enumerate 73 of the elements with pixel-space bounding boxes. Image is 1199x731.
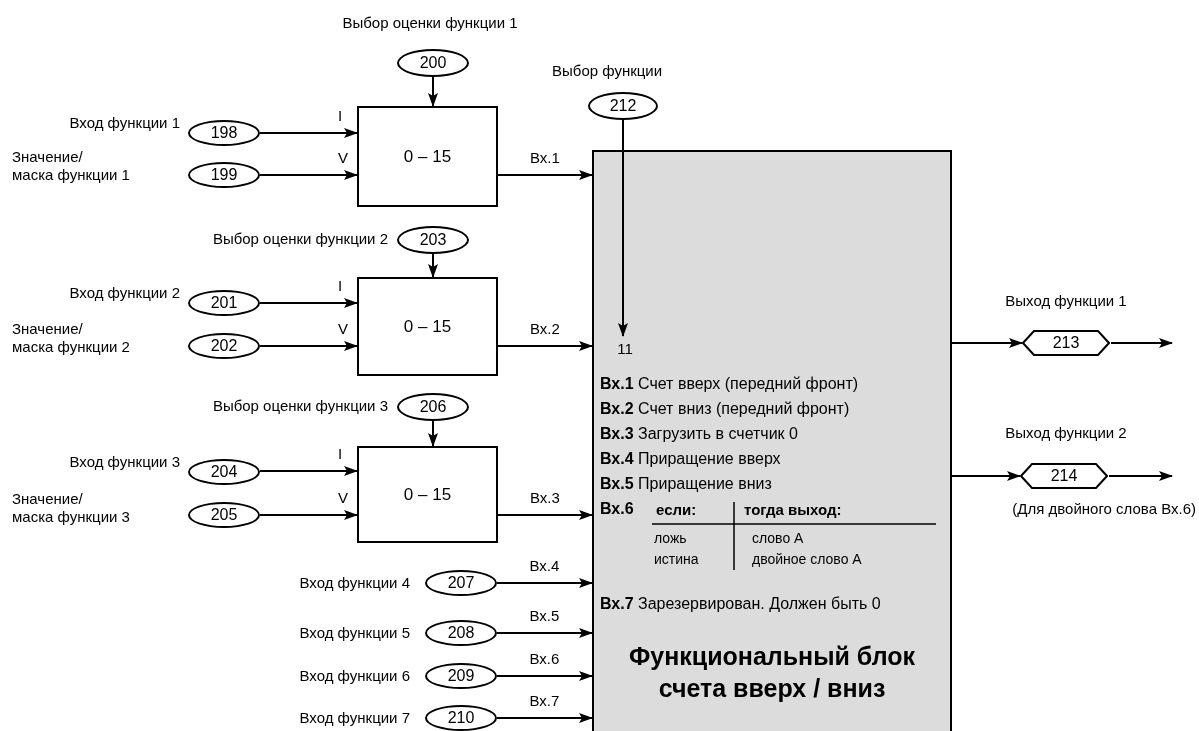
node-caption: Вход функции 5 [298, 624, 410, 642]
function-block [592, 150, 952, 731]
block-text: Вх.7 Зарезервирован. Должен быть 0 [600, 594, 881, 614]
arrow [1110, 338, 1173, 348]
arrow [496, 671, 593, 681]
output-hexagon: 214 [1020, 463, 1108, 489]
arrow [497, 341, 593, 351]
block-text: Вх.2 Счет вниз (передний фронт) [600, 399, 850, 419]
parameter-oval: 205 [188, 502, 260, 528]
arrow [951, 338, 1023, 348]
node-caption: Вход функции 1 [68, 114, 180, 132]
node-caption: Значение/ маска функции 3 [12, 490, 131, 526]
node-caption: Вход функции 3 [68, 453, 180, 471]
arrow [259, 510, 358, 520]
note-text: (Для двойного слова Вх.6) [1011, 500, 1196, 518]
node-caption: Значение/ маска функции 1 [12, 148, 131, 184]
arrow [496, 628, 593, 638]
table-cell: тогда выход: [744, 501, 842, 519]
arrow [496, 713, 593, 723]
arrow [259, 466, 358, 476]
block-text: Вх.1 Счет вверх (передний фронт) [600, 374, 859, 394]
node-caption: Вход функции 7 [298, 709, 410, 727]
table-cell: слово А [752, 529, 804, 547]
parameter-oval: 202 [188, 333, 260, 359]
parameter-oval: 204 [188, 459, 260, 485]
arrow [428, 253, 438, 278]
arrow [259, 341, 358, 351]
arrow [618, 119, 628, 337]
node-caption: Выбор функции [552, 62, 664, 80]
arrow [259, 170, 358, 180]
parameter-oval: 201 [188, 290, 260, 316]
block-text: Вх.5 Приращение вниз [600, 474, 772, 494]
parameter-oval: 209 [425, 663, 497, 689]
process-box: 0 – 15 [357, 106, 498, 207]
input-number: 11 [613, 338, 637, 358]
node-caption: Выбор оценки функции 3 [211, 397, 388, 415]
node-caption: Выход функции 1 [1004, 292, 1128, 310]
process-box: 0 – 15 [357, 277, 498, 376]
output-hexagon: 213 [1022, 330, 1110, 356]
node-caption: Вход функции 6 [298, 667, 410, 685]
parameter-oval: 200 [397, 49, 469, 77]
arrow [497, 170, 593, 180]
arrow [497, 510, 593, 520]
parameter-oval: 199 [188, 162, 260, 188]
arrow [428, 420, 438, 447]
table-cell: ложь [654, 529, 687, 547]
parameter-oval: 207 [425, 570, 497, 596]
parameter-oval: 212 [588, 92, 658, 120]
table-cell: истина [654, 550, 699, 568]
node-caption: Выбор оценки функции 2 [211, 230, 388, 248]
parameter-oval: 208 [425, 620, 497, 646]
parameter-oval: 206 [397, 393, 469, 421]
node-caption: Значение/ маска функции 2 [12, 320, 131, 356]
table-cell: двойное слово А [752, 550, 862, 568]
node-caption: Выход функции 2 [1004, 424, 1128, 442]
parameter-oval: 210 [425, 705, 497, 731]
block-text: Вх.3 Загрузить в счетчик 0 [600, 424, 798, 444]
arrow [951, 471, 1021, 481]
parameter-oval: 198 [188, 120, 260, 146]
table-cell: если: [656, 501, 697, 519]
arrow [428, 76, 438, 107]
parameter-oval: 203 [397, 226, 469, 254]
node-caption: Вход функции 4 [298, 574, 410, 592]
arrow [259, 298, 358, 308]
block-text: Вх.6 [600, 499, 634, 519]
arrow [496, 578, 593, 588]
node-caption: Выбор оценки функции 1 [341, 14, 519, 32]
node-caption: Вход функции 2 [68, 284, 180, 302]
process-box: 0 – 15 [357, 446, 498, 543]
arrow [259, 128, 358, 138]
block-text: Вх.4 Приращение вверх [600, 449, 781, 469]
block-title: Функциональный блок счета вверх / вниз [627, 641, 916, 704]
arrow [1108, 471, 1173, 481]
